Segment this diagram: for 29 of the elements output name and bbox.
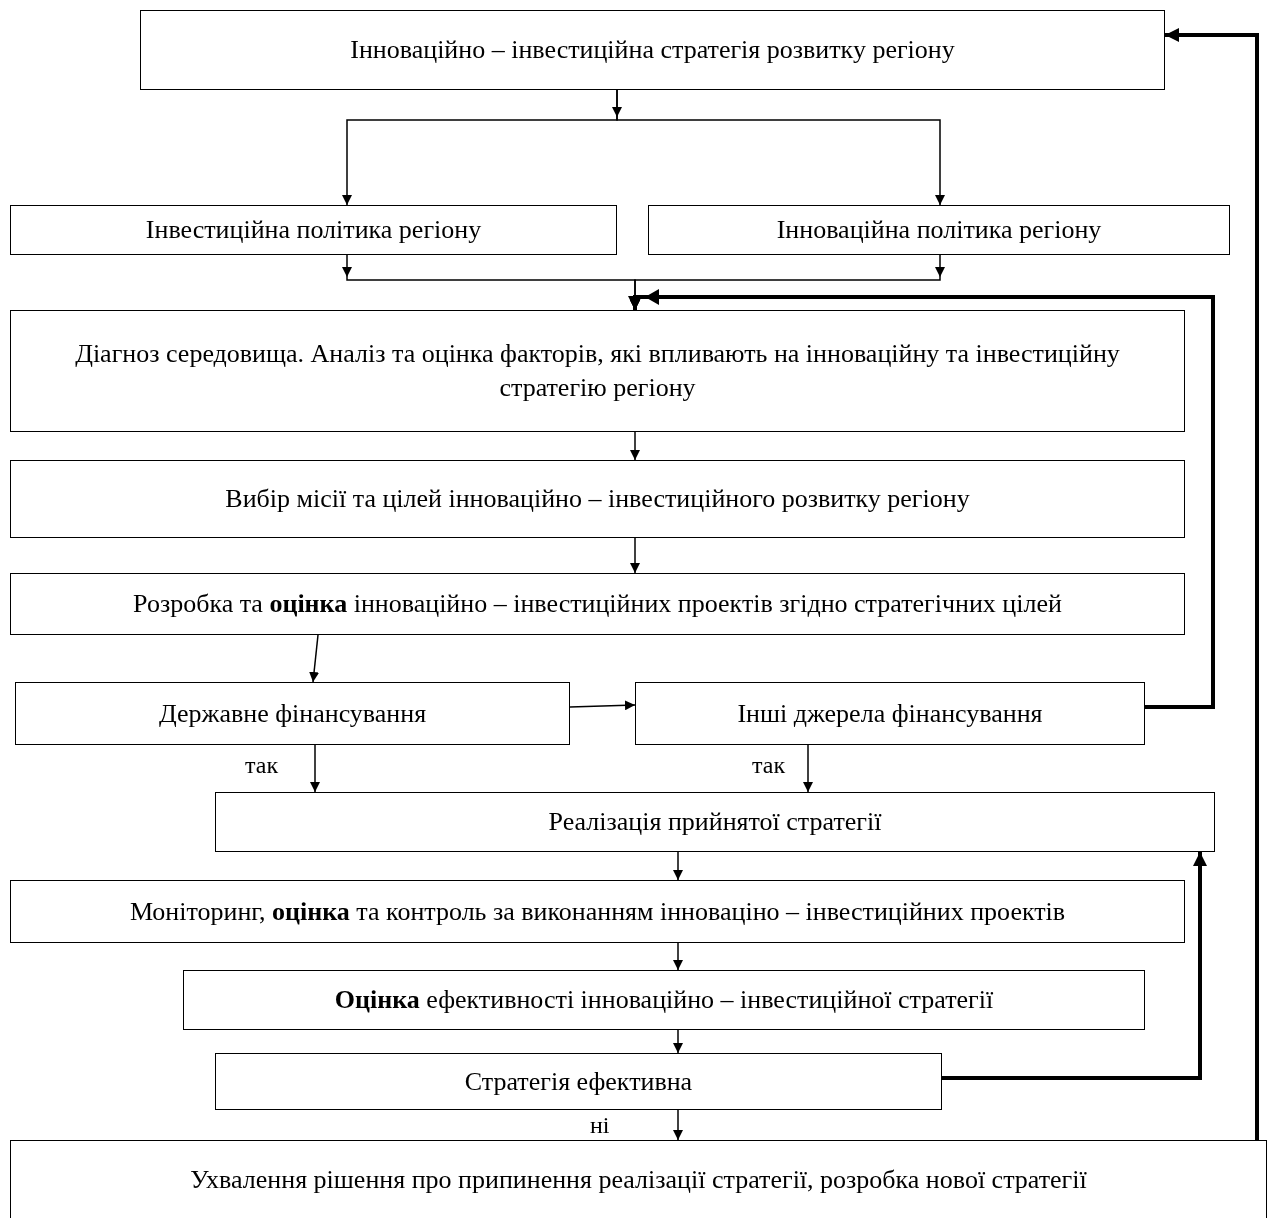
process-box xyxy=(10,1140,1267,1218)
process-box xyxy=(10,310,1185,432)
box-text: Оцінка ефективності інноваційно – інвестиційної стратегії xyxy=(334,984,994,1017)
box-text: Діагноз середовища. Аналіз та оцінка факторів, які впливають на інноваційну та інвестиційну стратегію регіону xyxy=(74,338,1121,404)
process-box xyxy=(10,460,1185,538)
box-text: Інноваційна політика регіону xyxy=(776,214,1102,247)
edge-label: так xyxy=(752,752,786,779)
process-box xyxy=(635,682,1145,745)
process-box xyxy=(10,205,617,255)
box-text: Вибір місії та цілей інноваційно – інвестиційного розвитку регіону xyxy=(225,483,970,516)
process-box xyxy=(215,1053,942,1110)
box-text: Розробка та оцінка інноваційно – інвестиційних проектів згідно стратегічних цілей xyxy=(133,588,1062,621)
process-box xyxy=(648,205,1230,255)
edge-label: ні xyxy=(590,1112,610,1139)
box-text: Стратегія ефективна xyxy=(464,1065,693,1098)
process-box xyxy=(140,10,1165,90)
process-box xyxy=(215,792,1215,852)
process-box xyxy=(10,880,1185,943)
box-text: Державне фінансування xyxy=(158,697,427,730)
box-text: Інвестиційна політика регіону xyxy=(145,214,482,247)
box-text: Інноваційно – інвестиційна стратегія розвитку регіону xyxy=(350,34,955,67)
box-text: Інші джерела фінансування xyxy=(737,697,1043,730)
process-box xyxy=(10,573,1185,635)
box-text: Ухвалення рішення про припинення реалізації стратегії, розробка нової стратегії xyxy=(190,1164,1087,1197)
box-text: Реалізація прийнятої стратегії xyxy=(548,806,882,839)
process-box xyxy=(183,970,1145,1030)
process-box xyxy=(15,682,570,745)
edge-label: так xyxy=(245,752,279,779)
box-text: Моніторинг, оцінка та контроль за виконанням інноваціно – інвестиційних проектів xyxy=(129,895,1066,928)
